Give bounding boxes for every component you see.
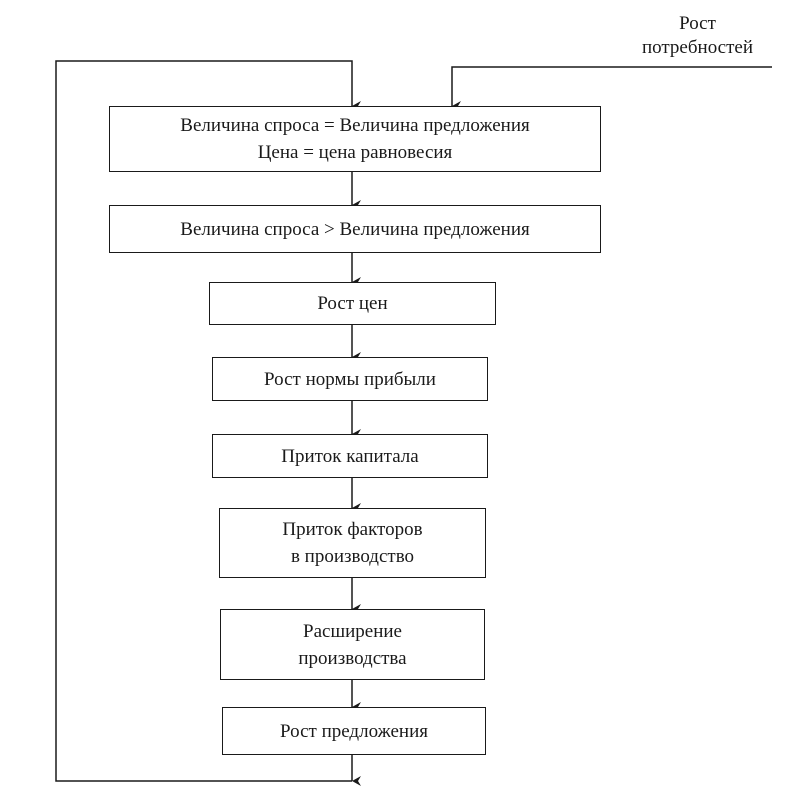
step-demand-exceeds-supply-text: Величина спроса > Величина предложения (180, 218, 530, 240)
step-production-expansion: Расширение производства (220, 609, 485, 680)
step-factors-inflow-line1: Приток факторов (282, 519, 423, 540)
demand-growth-label: Рост потребностей (625, 12, 770, 60)
step-equilibrium-line1: Величина спроса = Величина предложения (180, 115, 530, 136)
step-supply-growth-text: Рост предложения (280, 720, 428, 742)
demand-growth-label-line2: потребностей (641, 37, 754, 58)
step-profit-rate-growth-text: Рост нормы прибыли (264, 368, 436, 390)
step-price-growth-text: Рост цен (317, 293, 388, 314)
step-capital-inflow: Приток капитала (212, 434, 488, 478)
demand-growth-label-line1: Рост (679, 13, 716, 34)
step-equilibrium: Величина спроса = Величина предложения Ц… (109, 106, 601, 172)
step-demand-exceeds-supply: Величина спроса > Величина предложения (109, 205, 601, 253)
step-production-expansion-line1: Расширение (303, 620, 402, 642)
step-factors-inflow: Приток факторов в производство (219, 508, 486, 578)
step-equilibrium-line2: Цена = цена равновесия (257, 142, 453, 163)
step-profit-rate-growth: Рост нормы прибыли (212, 357, 488, 401)
step-production-expansion-line2: производства (298, 647, 407, 669)
feedback-loop-line (55, 60, 361, 782)
step-capital-inflow-text: Приток капитала (281, 445, 419, 467)
step-factors-inflow-line2: в производство (290, 546, 415, 567)
step-supply-growth: Рост предложения (222, 707, 486, 755)
demand-growth-input-line (451, 66, 772, 111)
step-price-growth: Рост цен (209, 282, 496, 325)
